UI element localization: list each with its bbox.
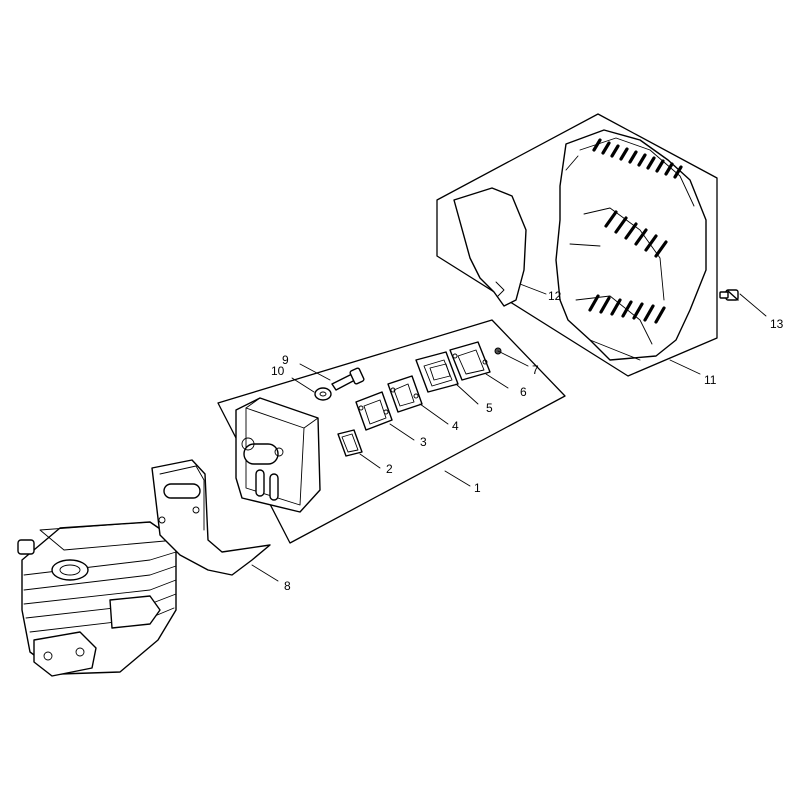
vent-slot (644, 234, 658, 252)
callout-8: 8 (284, 579, 291, 593)
vent-slot (634, 228, 648, 246)
vent-slot (654, 240, 668, 258)
leader-lines (251, 283, 767, 582)
vent-slot (588, 294, 600, 312)
bolt-9 (331, 367, 365, 391)
vent-slot (632, 302, 644, 320)
callout-4: 4 (452, 419, 459, 433)
cover-shield-12 (453, 187, 527, 307)
callout-13: 13 (770, 317, 784, 331)
vent-slot (619, 147, 629, 161)
cover-group-outline (436, 113, 718, 377)
plate-3 (355, 391, 393, 431)
callout-12: 12 (548, 289, 562, 303)
muffler (235, 397, 321, 513)
vent-slot (610, 144, 620, 158)
gasket-6 (449, 341, 491, 381)
vent-slot (655, 159, 665, 173)
deflector-5 (415, 351, 459, 393)
gasket-2 (337, 429, 363, 457)
vent-slot (637, 153, 647, 167)
cover-11 (555, 129, 707, 361)
vent-slot (646, 156, 656, 170)
screw-13 (719, 289, 739, 301)
cover-vent-slots (588, 138, 683, 324)
vent-slot (628, 150, 638, 164)
vent-slot (599, 296, 611, 314)
heat-shield (151, 459, 271, 576)
vent-slot (601, 141, 611, 155)
washer-10 (314, 387, 332, 401)
callout-1: 1 (474, 481, 481, 495)
vent-slot (654, 306, 666, 324)
vent-slot (643, 304, 655, 322)
callout-6: 6 (520, 385, 527, 399)
vent-slot (610, 298, 622, 316)
cylinder (17, 521, 177, 677)
callout-2: 2 (386, 462, 393, 476)
vent-slot (673, 165, 683, 179)
callout-7: 7 (532, 363, 539, 377)
vent-slot (624, 222, 638, 240)
callout-9: 9 (282, 353, 289, 367)
callout-5: 5 (486, 401, 493, 415)
vent-slot (614, 216, 628, 234)
vent-slot (592, 138, 602, 152)
vent-slot (604, 210, 618, 228)
plate-4 (387, 375, 423, 413)
callout-11: 11 (704, 373, 717, 387)
callout-3: 3 (420, 435, 427, 449)
vent-slot (621, 300, 633, 318)
callout-10: 10 (271, 364, 285, 378)
vent-slot (664, 162, 674, 176)
callout-labels: 1 2 3 4 5 6 7 8 9 10 11 12 13 (271, 289, 784, 593)
